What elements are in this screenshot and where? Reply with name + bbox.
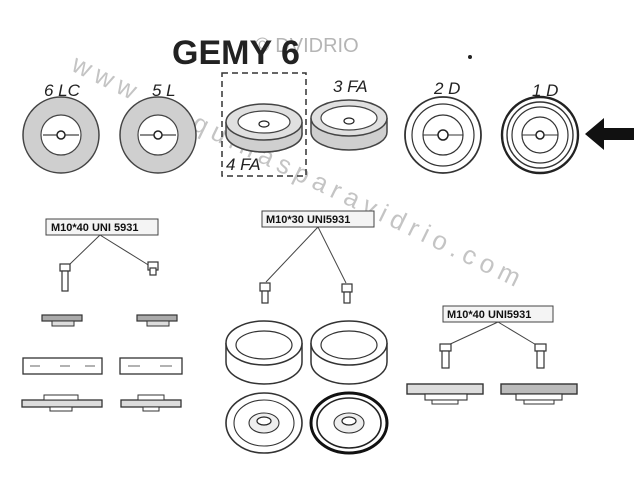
flange-left-2 xyxy=(136,314,178,327)
spacer-left-1 xyxy=(22,357,103,375)
bolt-callout-right: M10*40 UNI5931 xyxy=(442,305,554,347)
bolt-middle-2 xyxy=(341,283,353,304)
arrow-left-icon xyxy=(585,118,634,150)
watermark-diagonal: www.maquinasparavidrio.com xyxy=(66,48,531,295)
highlight-box-4fa xyxy=(221,72,307,177)
wheel-middle-1 xyxy=(225,392,303,454)
bolt-right-1 xyxy=(439,343,452,369)
wheel-label-2d: 2 D xyxy=(433,79,460,98)
bolt-left-2 xyxy=(147,261,159,276)
bolt-callout-middle: M10*30 UNI5931 xyxy=(261,210,375,284)
dot-mark xyxy=(468,55,472,59)
wheel-2d xyxy=(404,96,482,174)
flange-right-2 xyxy=(500,383,578,405)
wheel-middle-2 xyxy=(309,391,389,455)
hub-left-2 xyxy=(120,394,182,412)
watermark-top: © DVIDRIO xyxy=(255,35,359,57)
wheel-label-1d: 1 D xyxy=(532,81,558,100)
wheel-4fa xyxy=(225,103,303,153)
bolt-right-2 xyxy=(534,343,547,369)
wheel-5l xyxy=(119,96,197,174)
wheel-1d xyxy=(500,95,580,175)
diagram-title: GEMY 6 xyxy=(172,34,300,72)
bolt-callout-left: M10*40 UNI 5931 xyxy=(45,218,159,267)
flange-left-1 xyxy=(41,314,83,327)
wheel-label-4fa: 4 FA xyxy=(226,155,261,174)
wheel-label-3fa: 3 FA xyxy=(333,77,368,96)
bolt-label-middle: M10*30 UNI5931 xyxy=(266,214,350,226)
bolt-label-right: M10*40 UNI5931 xyxy=(447,309,531,321)
flange-right-1 xyxy=(406,383,484,405)
bolt-label-left: M10*40 UNI 5931 xyxy=(51,222,138,234)
wheel-label-5l: 5 L xyxy=(152,81,176,100)
ring-middle-1 xyxy=(225,320,303,385)
bolt-left-1 xyxy=(59,263,71,292)
wheel-label-6lc: 6 LC xyxy=(44,81,81,100)
wheel-3fa xyxy=(310,99,388,151)
bolt-middle-1 xyxy=(259,282,271,304)
ring-middle-2 xyxy=(310,320,388,385)
hub-left-1 xyxy=(21,394,103,412)
wheel-6lc xyxy=(22,96,100,174)
spacer-left-2 xyxy=(119,357,183,375)
